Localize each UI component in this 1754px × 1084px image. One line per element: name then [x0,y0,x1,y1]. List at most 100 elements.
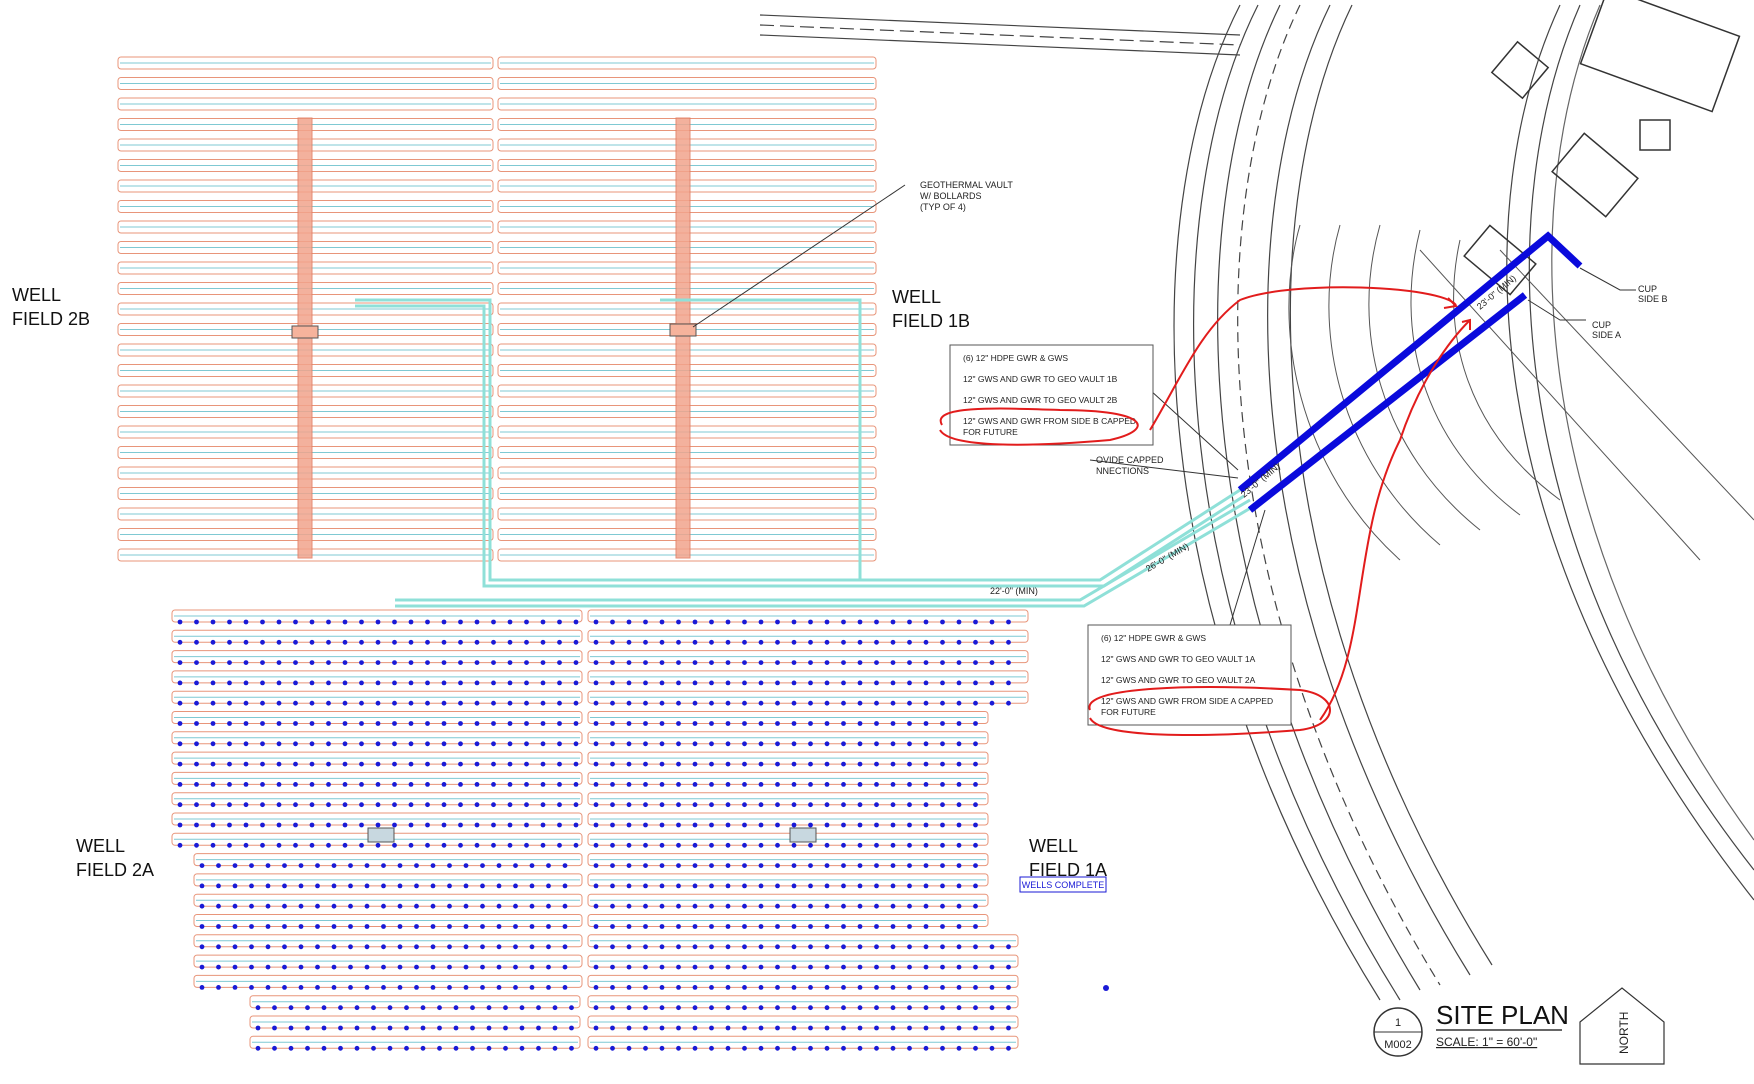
well-dot [956,680,962,686]
well-dot [808,944,813,950]
well-dot [791,700,797,706]
well-dot [348,964,353,970]
well-dot [824,842,830,848]
vault-1a [789,827,817,843]
well-dot [874,1045,879,1051]
well-dot [923,619,929,625]
well-dot [907,985,912,990]
cup-mains [1237,231,1583,513]
well-dot [425,782,430,787]
well-dot [725,639,731,645]
well-dot [540,680,546,686]
well-dot [364,964,370,970]
well-dot [709,639,714,645]
well-dot [216,863,221,868]
well-dot [742,822,747,828]
well-dot [923,863,929,868]
well-dot [503,1005,508,1011]
well-dot [940,944,945,950]
well-dot [540,802,546,808]
well-dot [276,619,282,625]
well-dot [824,721,830,726]
vertical-headers [297,117,691,559]
well-dot [408,721,414,726]
vault-1b [669,323,697,337]
well-dot [562,924,568,929]
well-dot [364,903,370,909]
well-dot [486,1045,492,1051]
well-dot [610,883,615,889]
well-dot [676,944,681,950]
well-dot [593,680,599,686]
note-a-line3: 12" GWS AND GWR TO GEO VAULT 2A [1101,675,1256,685]
well-dot [725,924,731,929]
well-dot [392,842,397,848]
well-dot [973,741,978,747]
well-dot [404,1025,409,1031]
well-dot [824,1025,830,1031]
well-dot [441,660,447,665]
title-block: 1 M002 SITE PLAN SCALE: 1" = 60'-0" NORT… [1373,987,1665,1065]
well-dot [371,1025,376,1031]
well-dot [659,700,665,706]
well-dot [474,680,480,686]
well-loop [117,97,494,111]
well-dot [326,741,331,747]
well-dot [956,903,962,909]
well-dot [540,660,546,665]
well-dot [890,842,896,848]
well-dot [293,782,298,787]
well-dot [491,660,496,665]
well-dot [1006,1025,1011,1031]
well-dot [194,680,199,686]
well-dot [857,700,863,706]
well-dot [659,721,665,726]
well-dot [643,782,648,787]
well-dot [808,639,813,645]
drawing-scale: SCALE: 1" = 60'-0" [1436,1035,1537,1049]
well-dot [758,985,764,990]
well-dot [309,842,315,848]
well-dot [194,802,199,808]
well-dot [907,619,912,625]
well-dot [874,721,879,726]
well-dot [956,944,962,950]
well-dot [470,1045,475,1051]
well-dot [758,1025,764,1031]
well-dot [447,883,452,889]
well-dot [309,822,315,828]
main-side-b [1237,231,1583,493]
well-dot [265,863,271,868]
well-dot [331,903,337,909]
well-dot [480,883,485,889]
well-loop [193,974,583,988]
well-dot [857,1025,863,1031]
well-dot [354,1045,360,1051]
north-label: NORTH [1617,1012,1631,1054]
well-dot [249,863,254,868]
well-dot [874,700,879,706]
well-dot [375,700,381,706]
well-dot [874,680,879,686]
well-dot [524,842,529,848]
well-dot [227,639,232,645]
well-dot [758,903,764,909]
well-dot [742,639,747,645]
well-dot [676,924,681,929]
well-dot [265,985,271,990]
well-dot [243,619,249,625]
well-dot [626,924,632,929]
well-dot [210,721,216,726]
well-dot [232,944,238,950]
well-dot [659,782,665,787]
well-dot [659,802,665,808]
well-dot [593,639,599,645]
well-dot [573,700,579,706]
wells-complete-box [1019,876,1107,893]
well-dot [791,680,797,686]
well-dot [973,985,978,990]
well-dot [742,782,747,787]
well-dot [742,842,747,848]
well-dot [725,985,731,990]
well-dot [907,883,912,889]
